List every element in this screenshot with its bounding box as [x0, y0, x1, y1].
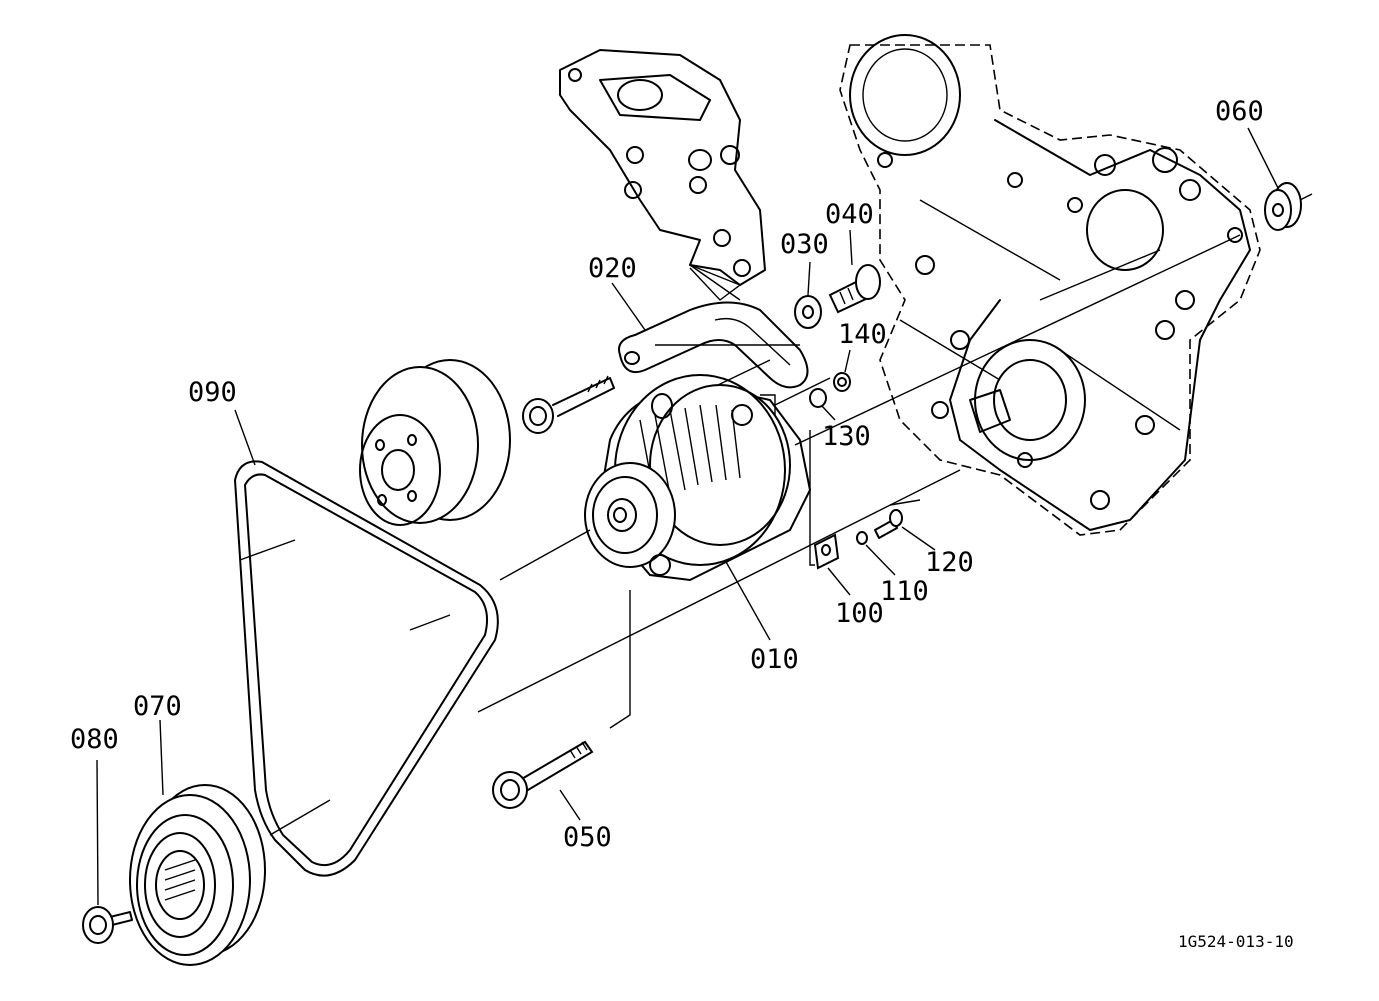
- callout-030: 030: [780, 229, 829, 260]
- callout-080: 080: [70, 724, 119, 755]
- part-080-pulley-bolt: [82, 906, 133, 944]
- part-100-clip: [813, 533, 840, 570]
- callout-040: 040: [825, 199, 874, 230]
- part-110-washer: [856, 531, 868, 545]
- callout-010: 010: [750, 644, 799, 675]
- callout-130: 130: [822, 421, 871, 452]
- callout-120: 120: [925, 547, 974, 578]
- part-050-bolt: [492, 740, 594, 809]
- part-070-crank-pulley: [129, 784, 266, 966]
- callout-070: 070: [133, 691, 182, 722]
- bracket-bolt: [522, 375, 615, 434]
- part-130-spring-washer: [809, 388, 827, 408]
- callout-140: 140: [838, 319, 887, 350]
- callout-labels: 020 030 040 140 130 060 090 070 080 050 …: [70, 96, 1294, 951]
- callout-110: 110: [880, 576, 929, 607]
- callout-090: 090: [188, 377, 237, 408]
- part-090-fan-belt: [234, 460, 499, 877]
- part-010-alternator: [584, 374, 812, 582]
- part-020-adjust-plate: [618, 301, 809, 389]
- water-pump-pulley: [359, 359, 511, 526]
- callout-100: 100: [835, 598, 884, 629]
- mounting-bracket: [559, 49, 766, 301]
- gear-case: [839, 34, 1261, 536]
- leader-lines: [96, 127, 1313, 906]
- part-060-flange: [1264, 182, 1302, 231]
- part-140-nut: [833, 372, 851, 392]
- part-040-bolt: [828, 264, 881, 314]
- drawing-code: 1G524-013-10: [1178, 932, 1294, 951]
- callout-020: 020: [588, 253, 637, 284]
- callout-060: 060: [1215, 96, 1264, 127]
- callout-050: 050: [563, 822, 612, 853]
- part-120-screw: [874, 509, 903, 539]
- part-030-washer: [794, 295, 822, 329]
